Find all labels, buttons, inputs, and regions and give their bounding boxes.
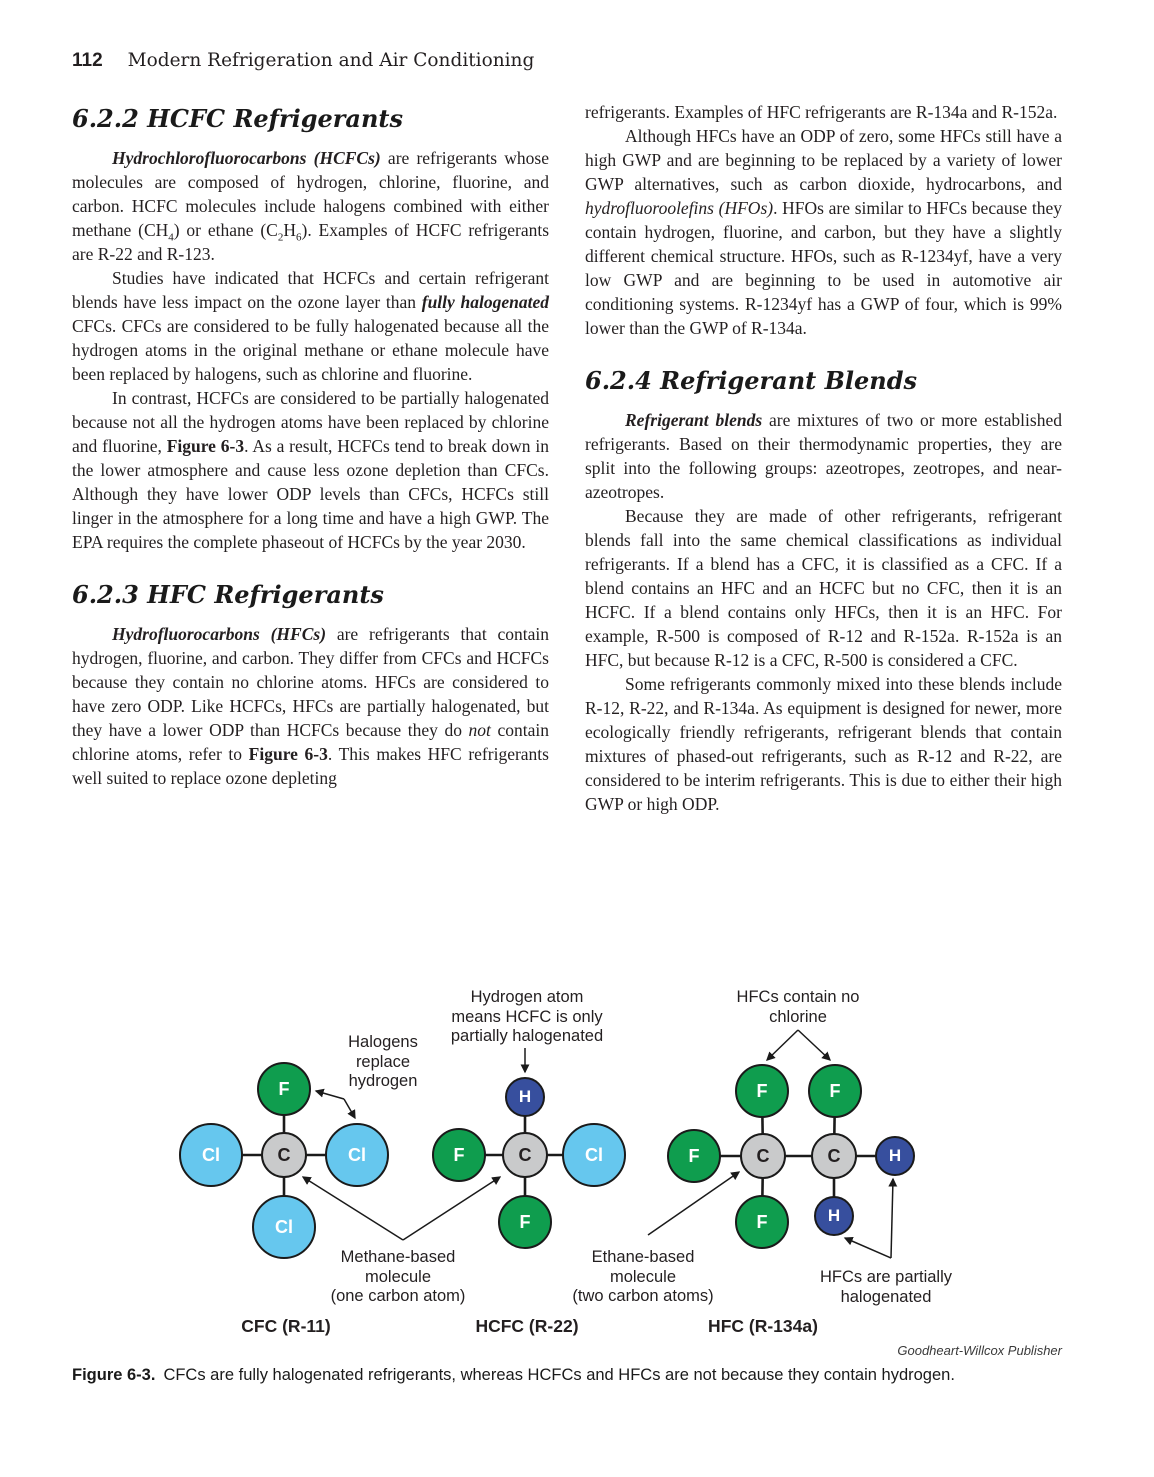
figure-annotation: Halogens replace hydrogen <box>348 1033 418 1090</box>
body-paragraph: Although HFCs have an ODP of zero, some … <box>585 126 1062 338</box>
body-paragraph: In contrast, HCFCs are considered to be … <box>72 388 549 552</box>
atom-C: C <box>811 1133 857 1179</box>
body-paragraph: refrigerants. Examples of HFC refrigeran… <box>585 102 1058 122</box>
figure-annotation: Methane-based molecule (one carbon atom) <box>330 1248 466 1305</box>
atom-H: H <box>814 1196 854 1236</box>
atom-F: F <box>257 1062 311 1116</box>
section-heading: 6.2.4 Refrigerant Blends <box>585 366 918 395</box>
figure-annotation: Ethane-based molecule (two carbon atoms) <box>572 1248 714 1305</box>
publisher-credit: Goodheart-Willcox Publisher <box>897 1343 1062 1358</box>
figure-annotation: HFCs contain no chlorine <box>736 988 860 1026</box>
atom-C: C <box>261 1132 307 1178</box>
atom-F: F <box>735 1195 789 1249</box>
arrow-partial-to-H-bottom <box>843 1236 892 1259</box>
running-title: Modern Refrigeration and Air Conditionin… <box>127 50 535 71</box>
section-heading: 6.2.3 HFC Refrigerants <box>72 580 384 609</box>
figure-annotation: HFCs are partially halogenated <box>819 1268 953 1306</box>
atom-F: F <box>498 1195 552 1249</box>
molecule-caption: HCFC (R-22) <box>475 1316 579 1336</box>
arrow-partial-to-H-right <box>888 1177 898 1259</box>
atom-Cl: Cl <box>252 1195 316 1259</box>
arrow-nochlorine-to-F-right <box>797 1029 831 1061</box>
body-paragraph: Hydrofluorocarbons (HFCs) are refrigeran… <box>72 624 550 788</box>
right-column: refrigerants. Examples of HFC refrigeran… <box>585 100 1062 816</box>
atom-F: F <box>808 1064 862 1118</box>
atom-F: F <box>432 1128 486 1182</box>
atom-C: C <box>502 1132 548 1178</box>
atom-Cl: Cl <box>562 1123 626 1187</box>
atom-H: H <box>505 1077 545 1117</box>
atom-Cl: Cl <box>325 1123 389 1187</box>
figure-caption-text: CFCs are fully halogenated refrigerants,… <box>163 1366 955 1384</box>
arrow-methane-to-C2 <box>402 1176 502 1241</box>
atom-Cl: Cl <box>179 1123 243 1187</box>
page-number: 112 <box>72 50 103 71</box>
body-paragraph: Because they are made of other refrigera… <box>585 506 1062 670</box>
arrow-methane-to-C1 <box>301 1176 404 1241</box>
atom-H: H <box>875 1136 915 1176</box>
atom-C: C <box>740 1133 786 1179</box>
atom-F: F <box>735 1064 789 1118</box>
figure-caption-label: Figure 6-3. <box>72 1366 156 1384</box>
arrow-halogens-to-F <box>314 1088 345 1100</box>
figure-annotation: Hydrogen atom means HCFC is only partial… <box>450 988 604 1045</box>
arrow-halogens-to-Cl <box>343 1098 356 1120</box>
arrow-ethane-to-C <box>647 1171 741 1236</box>
body-paragraph: Refrigerant blends are mixtures of two o… <box>585 410 1062 502</box>
body-paragraph: Hydrochlorofluorocarbons (HCFCs) are ref… <box>72 148 550 264</box>
molecule-caption: HFC (R-134a) <box>708 1316 818 1336</box>
section-heading: 6.2.2 HCFC Refrigerants <box>72 104 404 133</box>
atom-F: F <box>667 1129 721 1183</box>
body-paragraph: Some refrigerants commonly mixed into th… <box>585 674 1062 814</box>
page-header: 112 Modern Refrigeration and Air Conditio… <box>72 50 534 72</box>
figure-caption: Figure 6-3. CFCs are fully halogenated re… <box>72 1365 1072 1386</box>
molecule-caption: CFC (R-11) <box>241 1316 331 1336</box>
arrow-nochlorine-to-F-left <box>766 1029 799 1061</box>
body-paragraph: Studies have indicated that HCFCs and ce… <box>72 268 549 384</box>
